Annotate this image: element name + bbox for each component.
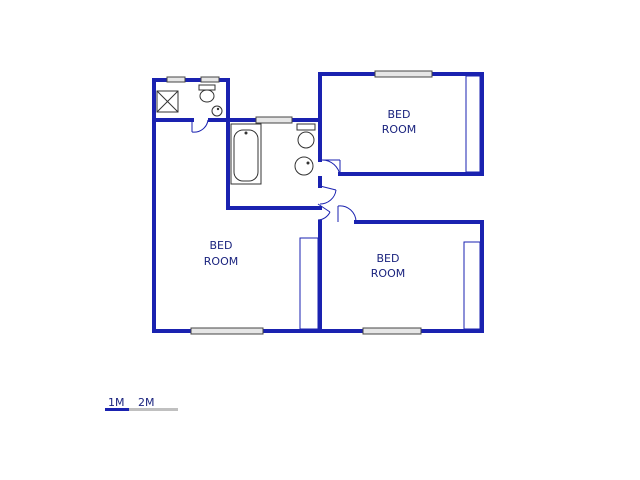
window-wc-2: [200, 76, 220, 83]
bedroom-bottom-right-label-line1: BED: [377, 252, 400, 265]
doors: [191, 119, 357, 223]
cupboards: [299, 75, 481, 330]
scale-label-2m: 2M: [138, 396, 155, 409]
bathtub-icon: [230, 123, 262, 185]
window-left-bedroom: [190, 327, 264, 335]
scale-label-1m: 1M: [108, 396, 125, 409]
scale-segment-1m: [105, 408, 129, 411]
window-bathroom: [255, 116, 293, 124]
shower-icon: [156, 90, 179, 113]
basin-icon-bathroom: [294, 156, 314, 176]
basin-icon: [211, 105, 223, 117]
toilet-icon: [198, 84, 216, 103]
door-left-bedroom: [317, 203, 331, 221]
bedroom-bottom-right-label-line2: ROOM: [371, 267, 405, 280]
window-bottom-right-bedroom: [362, 327, 422, 335]
bedroom-top-right-label-line1: BED: [388, 108, 411, 121]
door-bottom-right-bedroom: [337, 205, 357, 223]
door-top-right-bedroom: [321, 159, 341, 177]
door-wc: [191, 119, 209, 133]
toilet-icon-bathroom: [296, 123, 316, 149]
bedroom-top-right-label-line2: ROOM: [382, 123, 416, 136]
windows: [166, 70, 433, 335]
door-hall: [319, 185, 337, 205]
bedroom-left-label-line1: BED: [210, 239, 233, 252]
window-wc-1: [166, 76, 186, 83]
window-top-right-bedroom: [374, 70, 433, 78]
bedroom-left-label-line2: ROOM: [204, 255, 238, 268]
scale-bar: 1M 2M: [105, 396, 178, 411]
scale-segment-2m: [129, 408, 178, 411]
